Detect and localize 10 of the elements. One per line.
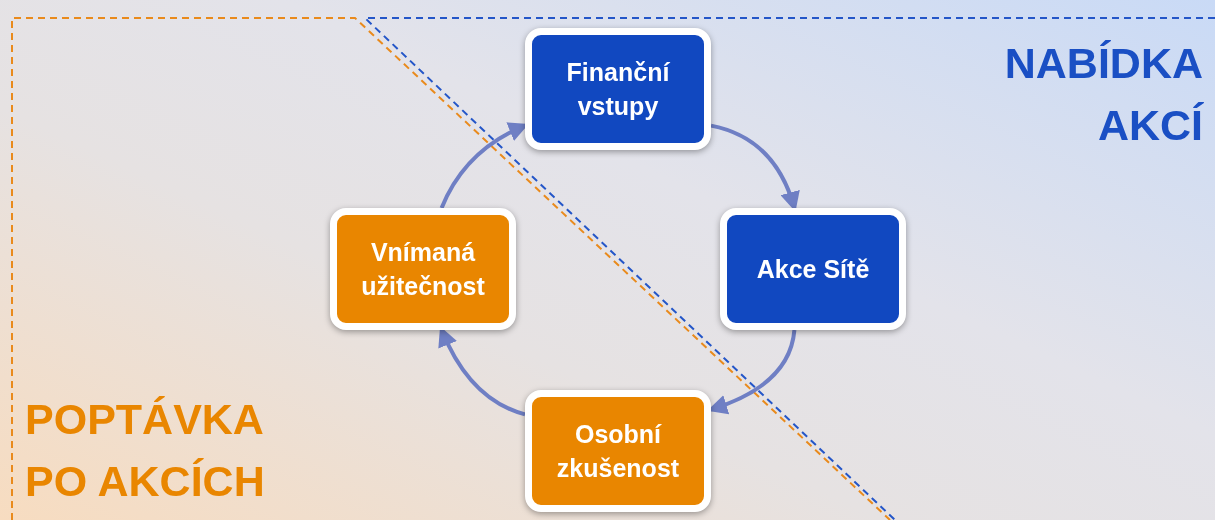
region-label: NABÍDKA AKCÍ xyxy=(1003,38,1203,151)
node-label: Akce Sítě xyxy=(756,254,870,285)
node-label: Vnímaná užitečnost xyxy=(360,237,486,302)
node-label: Finanční vstupy xyxy=(565,57,671,122)
process-box xyxy=(330,208,516,330)
region-label: POPTÁVKA PO AKCÍCH xyxy=(25,394,266,507)
process-box xyxy=(525,390,711,512)
node-label: Osobní zkušenost xyxy=(555,419,681,484)
process-box xyxy=(720,208,906,330)
process-box xyxy=(525,28,711,150)
